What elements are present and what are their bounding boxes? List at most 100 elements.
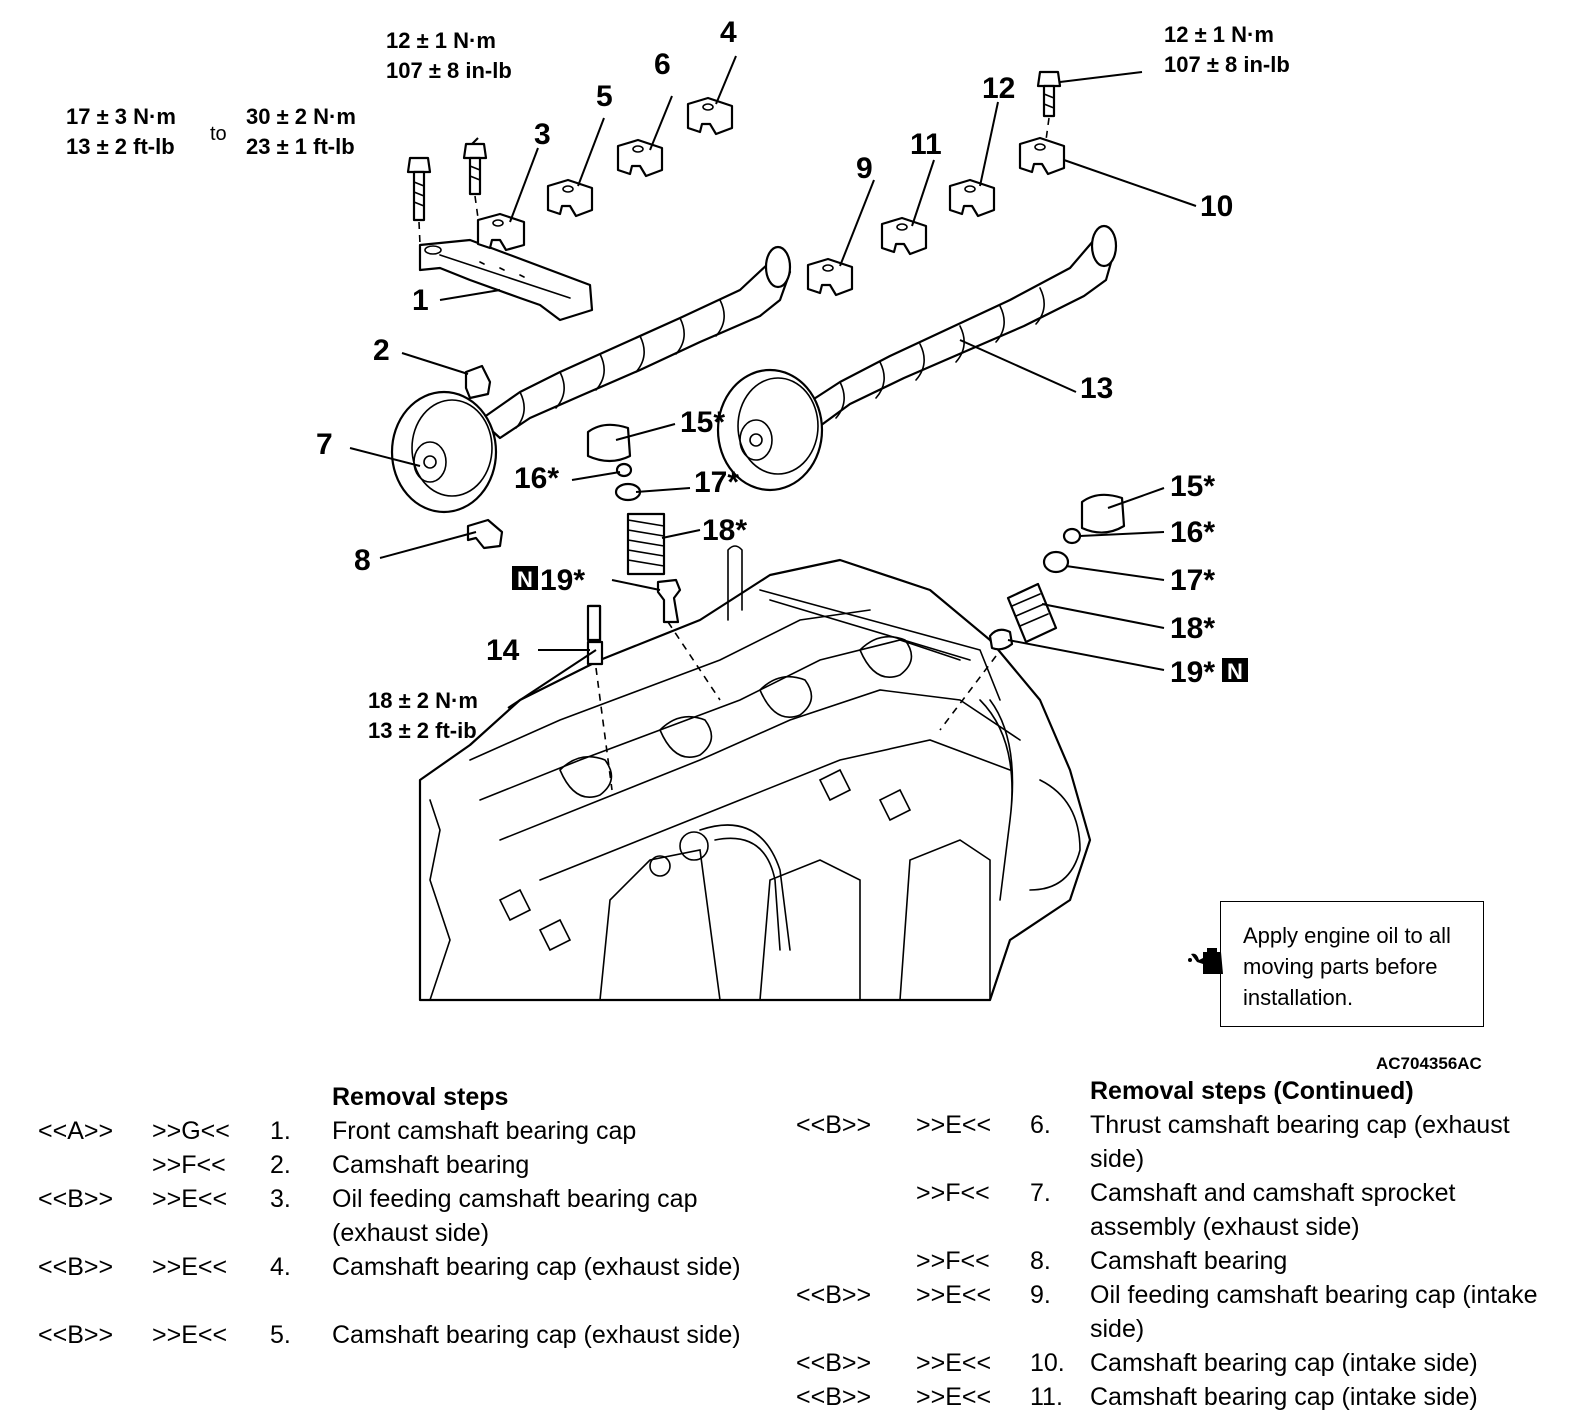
callout-19-exhaust: 19* <box>540 564 585 597</box>
new-part-mark: N <box>517 567 533 592</box>
step-number: 1. <box>270 1117 291 1145</box>
front-cap-bolt <box>406 156 432 222</box>
step-installation-ref: >>E<< <box>916 1349 992 1377</box>
step-removal-ref: <<A>> <box>38 1117 114 1145</box>
exhaust-cap-bolt <box>462 142 488 196</box>
camshaft-bearing-2-part <box>464 364 492 400</box>
callout-15-intake: 15* <box>1170 470 1215 503</box>
step-number: 2. <box>270 1151 291 1179</box>
torque-front-cap-ftlb: 13 ± 2 ft-lb <box>66 134 175 159</box>
callout-13: 13 <box>1080 372 1113 405</box>
step-removal-ref: <<B>> <box>796 1281 872 1309</box>
step-number: 3. <box>270 1185 291 1213</box>
intake-valve-train <box>939 493 1126 731</box>
torque-front-cap-final-nm: 30 ± 2 N·m <box>246 104 356 129</box>
camshaft-bearing-8-part <box>466 518 504 550</box>
step-description: Oil feeding camshaft bearing cap (exhaus… <box>332 1185 698 1247</box>
step-number: 9. <box>1030 1281 1051 1309</box>
new-part-badge <box>512 566 538 590</box>
callout-10: 10 <box>1200 190 1233 223</box>
step-description: Front camshaft bearing cap <box>332 1117 637 1145</box>
torque-to-label: to <box>210 123 227 145</box>
step-removal-ref: <<B>> <box>796 1383 872 1411</box>
callout-11: 11 <box>910 128 942 161</box>
torque-spark-plug-ftlb: 13 ± 2 ft-ib <box>368 718 477 743</box>
oil-note-text: Apply engine oil to all moving parts bef… <box>1243 923 1451 1010</box>
step-installation-ref: >>E<< <box>152 1321 228 1349</box>
torque-spark-plug-nm: 18 ± 2 N·m <box>368 688 478 713</box>
step-number: 8. <box>1030 1247 1051 1275</box>
spark-plug-part <box>586 604 602 642</box>
step-number: 4. <box>270 1253 291 1281</box>
step-installation-ref: >>E<< <box>916 1281 992 1309</box>
callout-5: 5 <box>596 80 613 113</box>
removal-steps-continued-list: Removal steps (Continued) <<B>> >>E<< 6. Th… <box>796 1074 1584 1414</box>
step-number: 7. <box>1030 1179 1051 1207</box>
removal-steps-title: Removal steps <box>332 1083 509 1111</box>
intake-sprocket-part <box>716 368 824 492</box>
exhaust-camshaft-part <box>478 245 792 440</box>
torque-intake-cap-nm: 12 ± 1 N·m <box>1164 22 1274 47</box>
oil-can-icon <box>1188 948 1223 974</box>
torque-exhaust-cap-nm: 12 ± 1 N·m <box>386 28 496 53</box>
callout-2: 2 <box>373 334 390 367</box>
step-installation-ref: >>F<< <box>916 1179 990 1207</box>
callout-8: 8 <box>354 544 371 577</box>
step-description: Camshaft bearing <box>1090 1247 1288 1275</box>
step-description: Camshaft and camshaft sprocket assembly … <box>1090 1179 1456 1241</box>
step-number: 5. <box>270 1321 291 1349</box>
bearing-cap-10-part <box>1018 136 1066 176</box>
torque-exhaust-cap-inlb: 107 ± 8 in-lb <box>386 58 512 83</box>
step-removal-ref: <<B>> <box>38 1185 114 1213</box>
callout-17-exhaust: 17* <box>694 466 739 499</box>
callout-6: 6 <box>654 48 671 81</box>
step-installation-ref: >>E<< <box>916 1383 992 1411</box>
callout-3: 3 <box>534 118 551 151</box>
bearing-cap-11-part <box>880 216 928 256</box>
bearing-cap-4-part <box>686 96 734 136</box>
torque-front-cap-final-ftlb: 23 ± 1 ft-lb <box>246 134 355 159</box>
bearing-cap-6-part <box>616 138 664 178</box>
step-removal-ref: <<B>> <box>796 1349 872 1377</box>
callout-14: 14 <box>486 634 520 667</box>
step-installation-ref: >>F<< <box>916 1247 990 1275</box>
leader-lines <box>349 55 1197 709</box>
step-description: Thrust camshaft bearing cap (exhaust sid… <box>1090 1111 1510 1173</box>
step-description: Camshaft bearing cap (exhaust side) <box>332 1321 741 1349</box>
step-description: Oil feeding camshaft bearing cap (intake… <box>1090 1281 1538 1343</box>
callout-16-intake: 16* <box>1170 516 1215 549</box>
step-description: Camshaft bearing cap (intake side) <box>1090 1349 1478 1377</box>
exhaust-sprocket-part <box>390 390 498 514</box>
step-number: 11. <box>1030 1383 1063 1411</box>
callout-16-exhaust: 16* <box>514 462 559 495</box>
step-removal-ref: <<B>> <box>38 1253 114 1281</box>
intake-cap-bolt <box>1036 70 1062 118</box>
intake-camshaft-part <box>798 224 1118 428</box>
callout-7: 7 <box>316 428 333 461</box>
callout-15-exhaust: 15* <box>680 406 725 439</box>
torque-intake-cap-inlb: 107 ± 8 in-lb <box>1164 52 1290 77</box>
callout-18-intake: 18* <box>1170 612 1215 645</box>
step-removal-ref: <<B>> <box>796 1111 872 1139</box>
exploded-view-diagram: 1 2 3 5 6 4 7 8 9 11 12 10 13 14 15* 16*… <box>66 16 1290 1002</box>
callout-1: 1 <box>412 284 429 317</box>
callout-19-intake: 19* <box>1170 656 1215 689</box>
bearing-cap-3-part <box>476 212 526 252</box>
bearing-cap-12-part <box>948 178 996 218</box>
torque-front-cap-nm: 17 ± 3 N·m <box>66 104 176 129</box>
removal-steps-continued-title: Removal steps (Continued) <box>1090 1077 1414 1105</box>
new-part-mark-intake: N <box>1227 659 1243 684</box>
callout-4: 4 <box>720 16 737 49</box>
reference-code: AC704356AC <box>1376 1054 1482 1073</box>
step-installation-ref: >>E<< <box>916 1111 992 1139</box>
step-installation-ref: >>E<< <box>152 1253 228 1281</box>
removal-steps-list: Removal steps <<A>>>>G<<1.Front camshaft… <box>0 1080 760 1380</box>
step-installation-ref: >>E<< <box>152 1185 228 1213</box>
step-number: 6. <box>1030 1111 1051 1139</box>
callout-17-intake: 17* <box>1170 564 1215 597</box>
oil-note-box: Apply engine oil to all moving parts bef… <box>1188 901 1484 1027</box>
new-part-badge-intake <box>1222 658 1248 682</box>
step-removal-ref: <<B>> <box>38 1321 114 1349</box>
step-description: Camshaft bearing cap (exhaust side) <box>332 1253 741 1281</box>
front-bearing-cap-part <box>418 238 594 322</box>
